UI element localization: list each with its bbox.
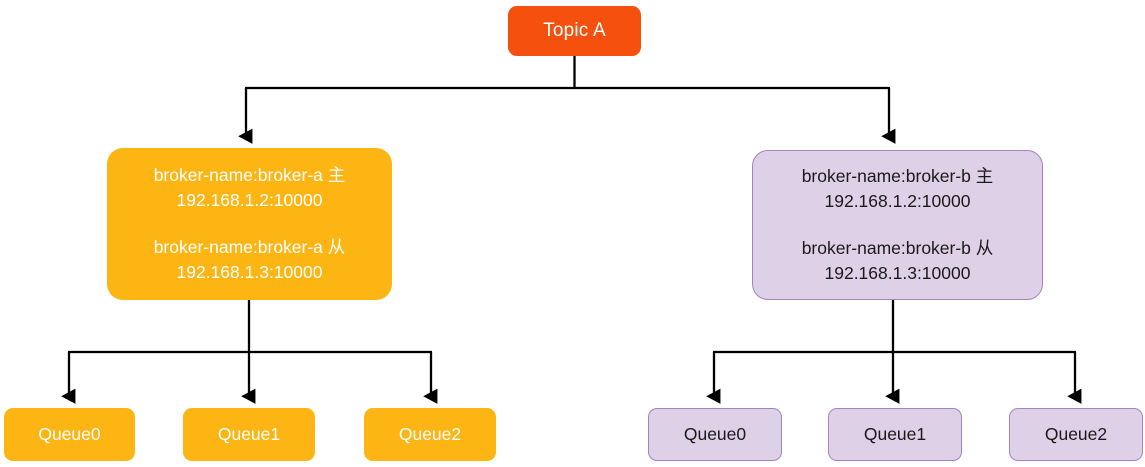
queue-node-broker-a-queue2[interactable]: Queue2 xyxy=(364,408,496,461)
broker-a-master-address: 192.168.1.2:10000 xyxy=(176,190,323,211)
broker-node-broker-a[interactable]: broker-name:broker-a 主 192.168.1.2:10000… xyxy=(107,148,392,300)
queue-label: Queue0 xyxy=(683,424,747,444)
edge-broker-b-to-queues xyxy=(706,300,1082,404)
queue-node-broker-a-queue1[interactable]: Queue1 xyxy=(183,408,315,461)
edge-broker-a-to-queues xyxy=(61,300,438,404)
queue-label: Queue0 xyxy=(38,424,101,444)
broker-a-slave-address: 192.168.1.3:10000 xyxy=(176,261,323,282)
queue-label: Queue1 xyxy=(217,424,281,444)
broker-b-master-address: 192.168.1.2:10000 xyxy=(824,191,971,212)
broker-b-master-name: broker-name:broker-b 主 xyxy=(801,166,994,187)
queue-node-broker-b-queue1[interactable]: Queue1 xyxy=(828,408,962,461)
queue-label: Queue1 xyxy=(863,424,927,444)
queue-node-broker-b-queue0[interactable]: Queue0 xyxy=(648,408,782,461)
broker-b-slave-name: broker-name:broker-b 从 xyxy=(801,238,994,258)
topic-label: Topic A xyxy=(543,20,606,41)
broker-b-slave-address: 192.168.1.3:10000 xyxy=(824,262,971,283)
broker-a-slave-name: broker-name:broker-a 从 xyxy=(153,237,346,257)
broker-a-master-name: broker-name:broker-a 主 xyxy=(153,165,346,186)
queue-label: Queue2 xyxy=(398,424,462,444)
topic-node[interactable]: Topic A xyxy=(508,6,641,56)
queue-node-broker-a-queue0[interactable]: Queue0 xyxy=(4,408,135,461)
broker-node-broker-b[interactable]: broker-name:broker-b 主 192.168.1.2:10000… xyxy=(752,150,1043,300)
queue-node-broker-b-queue2[interactable]: Queue2 xyxy=(1009,408,1143,461)
edge-topic-to-bus xyxy=(245,56,890,90)
queue-label: Queue2 xyxy=(1044,424,1108,444)
